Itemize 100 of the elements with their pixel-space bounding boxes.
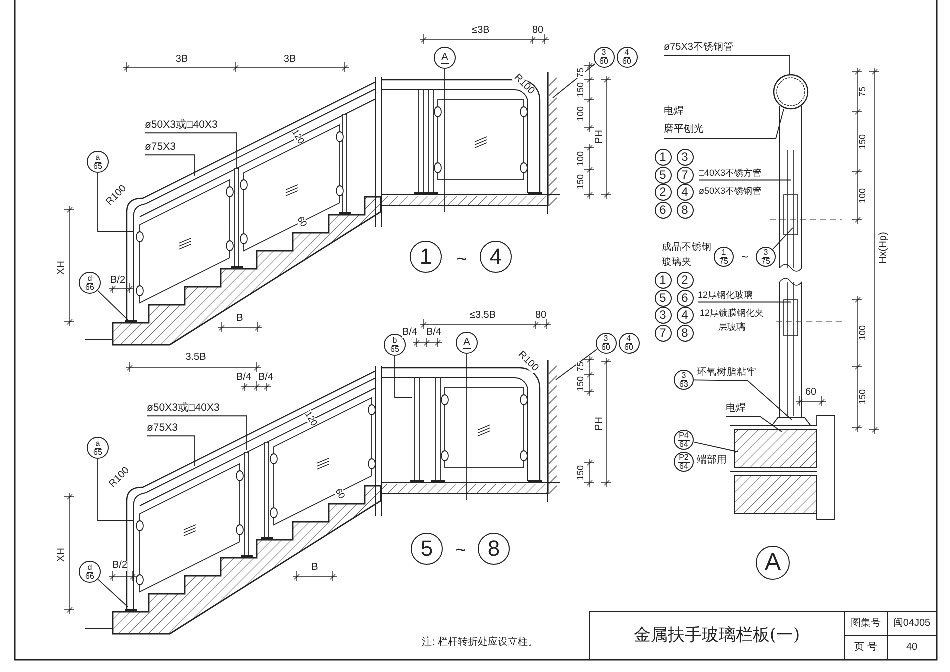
dimension-text: 3B	[176, 55, 188, 65]
section-mark: A	[434, 47, 456, 69]
leader-line	[694, 380, 792, 420]
note-text: 注: 栏杆转折处应设立柱。	[422, 638, 538, 648]
dimension-text: B/4	[426, 328, 442, 338]
view-number: 2	[654, 184, 672, 200]
dimension-text: 150	[858, 389, 868, 405]
dimension-text: 60	[296, 215, 308, 229]
view-number: 1	[654, 272, 672, 288]
leader-line	[772, 228, 794, 250]
leader-line	[664, 108, 784, 140]
material-note: 12厚钢化玻璃	[698, 290, 754, 302]
dimension-text: 150	[576, 174, 586, 190]
detail-callout: P4 64	[674, 430, 694, 450]
leader-line	[552, 63, 596, 98]
railing-elevation-drawing	[382, 72, 560, 214]
view-number: 4	[480, 241, 512, 273]
detail-callout: d 66	[79, 561, 101, 583]
note-text: 端部用	[697, 456, 727, 466]
section-mark: A	[756, 546, 790, 580]
dimension-text: 60	[334, 487, 346, 501]
dimension-text: 60	[805, 388, 817, 398]
leader-line	[144, 132, 238, 168]
leader-line	[444, 69, 446, 212]
view-number: 3	[654, 306, 672, 324]
detail-callout: 3 63	[674, 370, 694, 390]
dimension-text: ≤3.5B	[470, 311, 496, 321]
dimension-text: 120	[290, 128, 306, 146]
view-number: 5	[411, 533, 443, 565]
detail-callout: d 66	[79, 272, 101, 294]
view-number: 5	[654, 290, 672, 306]
view-number: 1	[654, 148, 672, 166]
dimension-text: B/4	[258, 373, 274, 383]
leader-line	[146, 416, 248, 450]
dimension-text: 3B	[284, 55, 296, 65]
section-mark: A	[456, 332, 478, 354]
view-number: 7	[654, 324, 672, 342]
dimension-text: B/4	[402, 328, 418, 338]
note-text: 环氧树脂粘牢	[697, 368, 757, 378]
drawing-title: 金属扶手玻璃栏板(一)	[634, 628, 800, 644]
dimension-text: 150	[576, 82, 586, 98]
stair-railing-drawing	[84, 76, 382, 346]
material-note: ø50X3不锈钢管	[699, 186, 762, 198]
dimension-text: 80	[535, 311, 547, 321]
dimension-text: XH	[57, 261, 67, 275]
dimension-text: B/2	[112, 561, 128, 571]
dimension-text: 80	[532, 26, 544, 36]
detail-callout: 1 75	[714, 247, 734, 267]
view-number: 6	[676, 290, 694, 306]
detail-callout: 3 60	[596, 332, 616, 354]
view-number: 8	[478, 533, 510, 565]
dimension-text: Hx(Hp)	[879, 232, 889, 264]
dimension-text: 120	[303, 410, 319, 428]
dimension-text: 75	[858, 87, 868, 97]
stair-railing-drawing	[84, 366, 382, 635]
dimension-text: 100	[858, 188, 868, 204]
dimension-text: 100	[576, 106, 586, 122]
material-note: 12厚镀膜钢化夹层玻璃	[698, 306, 766, 335]
view-number: 2	[676, 272, 694, 288]
detail-callout: 3 60	[594, 46, 614, 68]
dimension-text: B	[236, 314, 244, 324]
dimension-text: 75	[576, 68, 586, 78]
detail-callout: P2 64	[674, 452, 694, 472]
dimension-text: B	[312, 563, 318, 573]
view-number: 8	[676, 324, 694, 342]
dimension-text: 75	[576, 362, 586, 372]
leader-line	[466, 354, 468, 500]
dimension-text: B/4	[236, 373, 252, 383]
material-note: ø75X3	[145, 141, 176, 154]
leader-line	[98, 459, 134, 522]
view-number: 5	[654, 166, 672, 184]
material-note: ø75X3不锈钢管	[664, 42, 734, 54]
dimension-text: XH	[57, 548, 67, 562]
view-number: 6	[654, 202, 672, 218]
leader-line	[146, 436, 196, 466]
material-note: 电焊	[726, 403, 746, 416]
view-number: 1	[410, 241, 442, 273]
view-number: 7	[676, 166, 694, 184]
material-note: ø50X3或□40X3	[145, 119, 218, 132]
material-note: 电焊 磨平刨光	[664, 103, 704, 138]
leader-line	[726, 416, 782, 432]
dimension-text: 3.5B	[186, 353, 206, 363]
leader-line	[144, 154, 196, 176]
material-note: □40X3不锈方管	[699, 168, 762, 180]
leader-line	[98, 173, 134, 232]
leader-line	[98, 290, 128, 320]
dimension-text: 150	[576, 465, 586, 481]
view-number: 8	[676, 202, 694, 218]
leader-line	[394, 356, 412, 398]
atlas-number-heading: 图集号	[851, 619, 881, 629]
dimension-text: 100	[858, 325, 868, 341]
dimension-text: PH	[595, 417, 605, 431]
dimension-text: 150	[576, 376, 586, 392]
detail-callout: 4 60	[618, 332, 640, 354]
leader-line	[556, 349, 598, 380]
material-note: 成品不锈钢玻璃夹	[662, 240, 712, 270]
detail-callout: 4 60	[616, 46, 638, 68]
page-number: 40	[906, 643, 918, 653]
atlas-number: 闽04J05	[893, 619, 931, 629]
dimension-text: B/2	[110, 276, 126, 286]
